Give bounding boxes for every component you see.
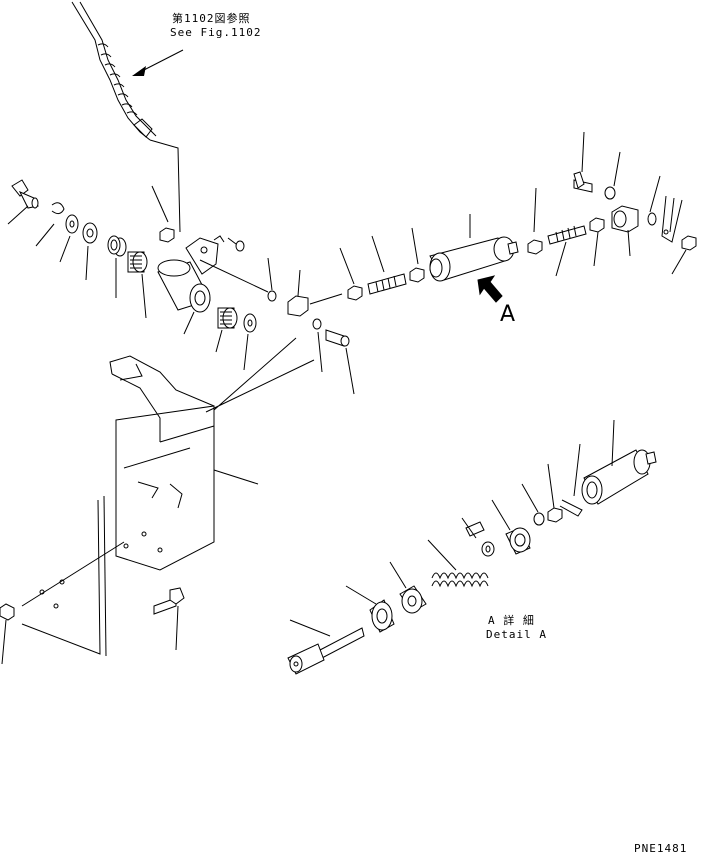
needle-bearing-1 [128, 252, 147, 318]
reference-figure-label-ja: 第1102図参照 [172, 12, 251, 25]
view-letter-label: A [500, 302, 516, 327]
shaft-tube [158, 260, 210, 334]
small-washer [268, 258, 276, 301]
detail-spring [428, 540, 488, 586]
washer-1 [60, 215, 78, 262]
detail-guide [346, 586, 394, 632]
reference-leader-line [140, 50, 183, 72]
washer-far [648, 176, 660, 225]
nut-row-2 [410, 228, 424, 282]
clip [36, 203, 64, 246]
nut-row-4 [590, 218, 604, 266]
reference-figure-label-en: See Fig.1102 [170, 26, 262, 39]
detail-seal [462, 518, 494, 556]
lever-bracket [186, 236, 268, 292]
detail-title-ja: A 詳 細 [488, 614, 535, 627]
solenoid-body [430, 214, 518, 281]
bracket-plate [110, 338, 314, 570]
pedal-arm [662, 196, 682, 242]
detail-solenoid-housing [582, 420, 656, 504]
nut-far [672, 236, 696, 274]
needle-bearing-2 [216, 308, 237, 352]
nut-row-3 [528, 188, 542, 254]
threaded-rod [368, 236, 406, 294]
snap-ring [313, 319, 322, 372]
washer-2 [83, 223, 97, 280]
detail-nut [548, 464, 562, 522]
stud-bolt [548, 226, 586, 276]
detail-plunger [288, 620, 364, 674]
detail-washer [522, 484, 544, 525]
detail-collar [390, 562, 426, 613]
banjo-bolt [574, 132, 592, 192]
reference-arrowhead [132, 66, 146, 76]
mounting-bolt [154, 588, 184, 650]
nut-row-1 [340, 248, 362, 300]
rod-end [612, 206, 638, 256]
control-cable [72, 2, 180, 232]
nut-left [0, 604, 14, 664]
bolt-pin [326, 330, 354, 394]
side-frame [22, 496, 124, 656]
detail-title-en: Detail A [486, 628, 547, 641]
yoke-block [288, 270, 342, 316]
nut-upper [152, 186, 174, 242]
bushing-1 [108, 236, 126, 298]
bold-arrow-icon [478, 276, 502, 302]
detail-gasket [560, 444, 582, 516]
washer-row [605, 152, 620, 199]
bolt-with-wing [8, 180, 38, 224]
small-nut [228, 238, 244, 251]
drawing-code: PNE1481 [634, 842, 688, 855]
detail-bushing [492, 500, 530, 554]
washer-3 [244, 314, 256, 370]
